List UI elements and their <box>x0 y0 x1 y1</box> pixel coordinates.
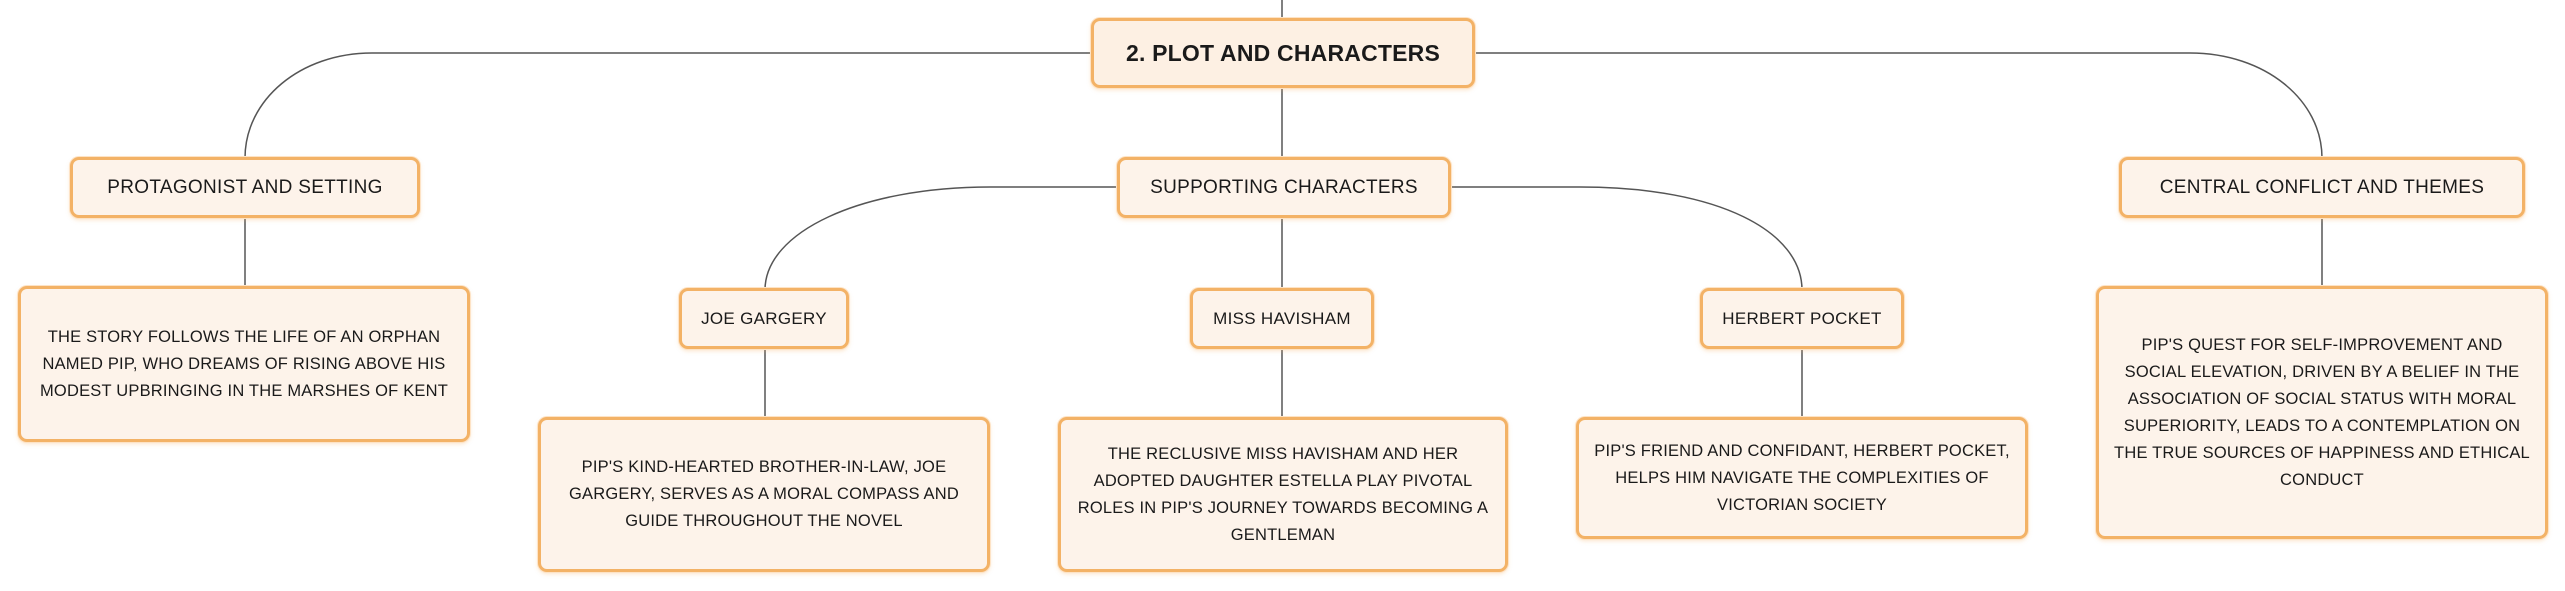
detail-text-joe: PIP'S KIND-HEARTED BROTHER-IN-LAW, JOE G… <box>569 458 959 530</box>
character-node-herbert[interactable]: HERBERT POCKET <box>1700 288 1904 349</box>
detail-text-conflict: PIP'S QUEST FOR SELF-IMPROVEMENT AND SOC… <box>2114 335 2530 489</box>
connector-supporting-to-herbert <box>1450 186 1803 291</box>
detail-text-havisham: THE RECLUSIVE MISS HAVISHAM AND HER ADOP… <box>1077 444 1489 544</box>
topic-label-protagonist: PROTAGONIST AND SETTING <box>107 176 383 198</box>
connector-title-to-protagonist <box>244 52 1093 159</box>
detail-node-joe[interactable]: PIP'S KIND-HEARTED BROTHER-IN-LAW, JOE G… <box>538 417 990 572</box>
detail-text-protagonist: THE STORY FOLLOWS THE LIFE OF AN ORPHAN … <box>39 327 449 400</box>
topic-node-protagonist[interactable]: PROTAGONIST AND SETTING <box>70 157 420 218</box>
central-topic-node[interactable]: 2. PLOT AND CHARACTERS <box>1091 18 1475 88</box>
central-topic-label: 2. PLOT AND CHARACTERS <box>1125 39 1441 66</box>
connector-supporting-to-joe <box>764 186 1119 291</box>
character-label-havisham: MISS HAVISHAM <box>1213 308 1351 328</box>
character-node-havisham[interactable]: MISS HAVISHAM <box>1190 288 1374 349</box>
topic-node-conflict[interactable]: CENTRAL CONFLICT AND THEMES <box>2119 157 2525 218</box>
topic-label-supporting: SUPPORTING CHARACTERS <box>1150 176 1418 198</box>
detail-node-protagonist[interactable]: THE STORY FOLLOWS THE LIFE OF AN ORPHAN … <box>18 286 470 442</box>
detail-node-conflict[interactable]: PIP'S QUEST FOR SELF-IMPROVEMENT AND SOC… <box>2096 286 2548 539</box>
detail-node-havisham[interactable]: THE RECLUSIVE MISS HAVISHAM AND HER ADOP… <box>1058 417 1508 572</box>
detail-node-herbert[interactable]: PIP'S FRIEND AND CONFIDANT, HERBERT POCK… <box>1576 417 2028 539</box>
connector-title-to-conflict <box>1474 52 2323 159</box>
character-node-joe[interactable]: JOE GARGERY <box>679 288 849 349</box>
character-label-herbert: HERBERT POCKET <box>1722 308 1882 328</box>
topic-node-supporting[interactable]: SUPPORTING CHARACTERS <box>1117 157 1451 218</box>
topic-label-conflict: CENTRAL CONFLICT AND THEMES <box>2159 176 2485 198</box>
character-label-joe: JOE GARGERY <box>701 308 827 328</box>
detail-text-herbert: PIP'S FRIEND AND CONFIDANT, HERBERT POCK… <box>1594 441 2010 514</box>
